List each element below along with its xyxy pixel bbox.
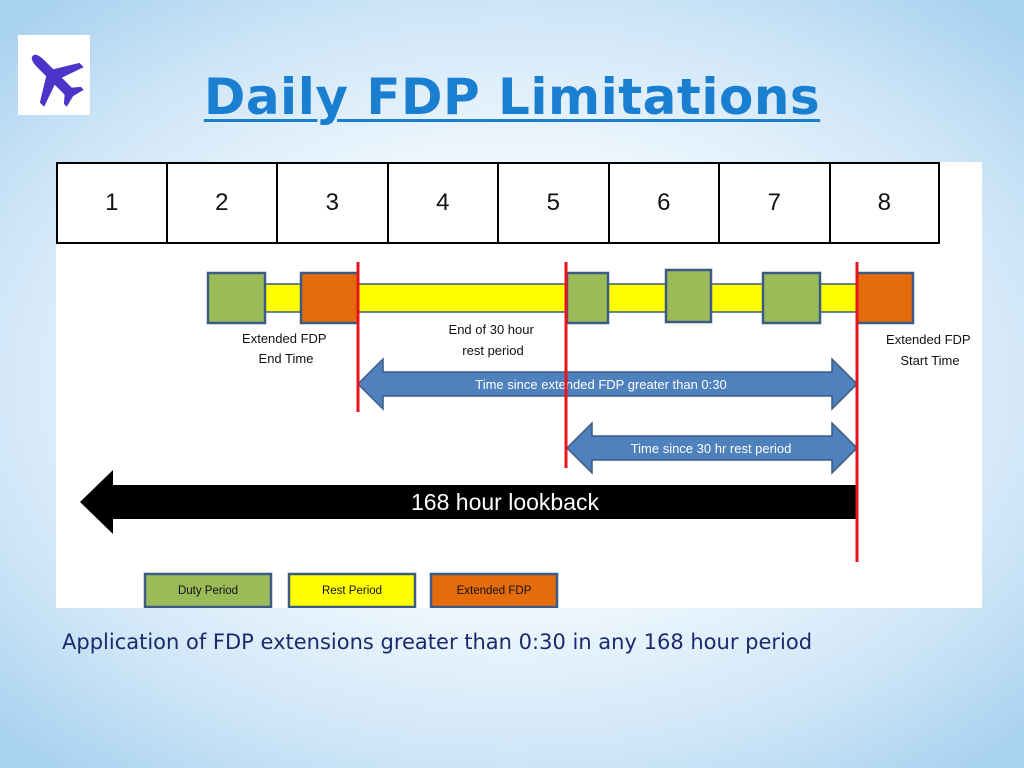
airplane-icon: [31, 54, 84, 107]
fdp-diagram: 1 2 3 4 5 6 7 8 Time since extended FDP …: [56, 162, 982, 608]
slide-caption: Application of FDP extensions greater th…: [62, 630, 813, 654]
ext-start-line2: Start Time: [900, 353, 959, 368]
ext-start-annotation: Extended FDP Start Time: [886, 332, 974, 368]
legend-duty-swatch: [143, 572, 273, 608]
end30-line2: rest period: [462, 343, 523, 358]
since-extended-label: Time since extended FDP greater than 0:3…: [475, 377, 726, 392]
extended-fdp-block: [855, 271, 915, 325]
lookback-arrow: [80, 470, 857, 534]
ext-end-line2: End Time: [259, 351, 314, 366]
legend: Duty Period Rest Period Extended FDP: [143, 572, 559, 608]
end30-line1: End of 30 hour: [449, 322, 535, 337]
legend-rest-label: Rest Period: [322, 585, 382, 597]
extended-fdp-block: [299, 271, 360, 325]
airplane-logo: [18, 35, 90, 115]
day-cell: 1: [56, 162, 167, 244]
since-rest-label: Time since 30 hr rest period: [631, 441, 792, 456]
day-cell: 7: [719, 162, 830, 244]
day-cell: 8: [829, 162, 940, 244]
ext-start-line1: Extended FDP: [886, 332, 970, 347]
day-cell: 5: [498, 162, 609, 244]
legend-duty-label: Duty Period: [178, 585, 238, 597]
day-header-row: 1 2 3 4 5 6 7 8: [56, 162, 946, 244]
duty-period-block: [565, 271, 610, 325]
legend-extended-label: Extended FDP: [457, 585, 532, 597]
duty-period-block: [664, 268, 713, 324]
rest-period-bar: [263, 283, 861, 313]
ext-end-annotation: Extended FDP End Time: [242, 331, 330, 366]
ext-end-line1: Extended FDP: [242, 331, 326, 346]
day-cell: 4: [387, 162, 498, 244]
lookback-label: 168 hour lookback: [411, 489, 599, 515]
timeline-svg: Time since extended FDP greater than 0:3…: [80, 262, 974, 608]
legend-extended-swatch: [429, 572, 559, 608]
legend-rest-swatch: [287, 572, 417, 608]
duty-period-block: [761, 271, 822, 325]
duty-period-block: [206, 271, 267, 325]
page-title: Daily FDP Limitations: [203, 68, 821, 126]
end30-annotation: End of 30 hour rest period: [449, 322, 538, 358]
day-cell: 2: [166, 162, 277, 244]
day-cell: 3: [277, 162, 388, 244]
day-cell: 6: [608, 162, 719, 244]
